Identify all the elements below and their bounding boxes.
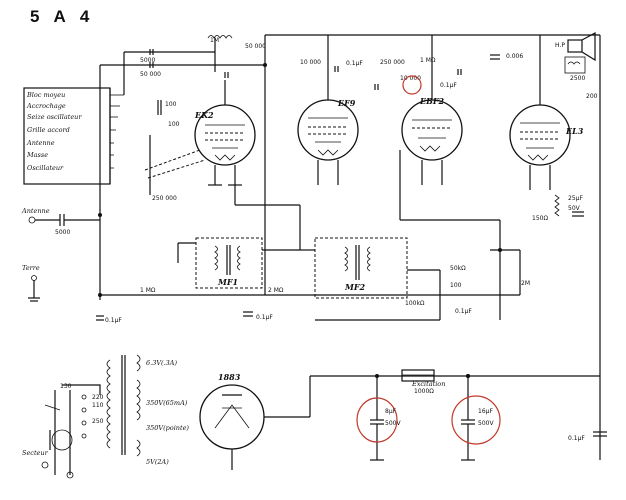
voltage-label: 110 (92, 402, 104, 409)
antenna-label: Antenne (21, 207, 50, 215)
osc-coil (144, 100, 206, 195)
band-switch-label: Grille accord (27, 126, 70, 134)
value-label: 200 (586, 93, 598, 100)
value-label: 50V (568, 205, 581, 212)
tube-rectifier: 1883 (199, 372, 311, 470)
antenna-input: Antenne 5000 (21, 207, 100, 236)
value-label: 5000 (140, 57, 155, 64)
value-label: 100kΩ (405, 300, 425, 307)
mains-input: Secteur (22, 429, 74, 479)
if-transformer-mf2: MF2 (299, 230, 441, 321)
band-switch-label: Masse (26, 151, 48, 159)
value-label: 0.1μF (256, 314, 273, 321)
value-label: 50 000 (140, 71, 161, 78)
tube-label: EBF2 (419, 96, 445, 106)
tube-label: EL3 (565, 126, 584, 136)
value-label: 150Ω (532, 215, 548, 222)
cathode-circuit (208, 165, 242, 186)
final-bypass: 0.1μF (568, 431, 607, 442)
power-transformer: 6.3V(.3A) 350V(65mA) 350V(pointe) 5V(2A) (106, 354, 189, 466)
highlight-oval (356, 397, 398, 443)
winding-label: 5V(2A) (146, 458, 169, 466)
value-label: 100 (450, 282, 462, 289)
tube-label: EK2 (194, 110, 214, 120)
voltage-label: 250 (92, 418, 104, 425)
ht-filter: Excitation 1000Ω 8μF 500V 16μF 500V (310, 369, 600, 461)
tube-label: EF9 (337, 98, 356, 108)
value-label: 25μF (568, 195, 583, 202)
tube-ebf2: EBF2 (399, 35, 501, 250)
highlight-oval (451, 395, 501, 445)
value-label: 0.1μF (568, 435, 585, 442)
band-switch-label: Accrochage (26, 102, 66, 110)
value-label: 100 (165, 101, 177, 108)
value-label: 5000 (55, 229, 70, 236)
filter-cap-value: 16μF (478, 408, 493, 415)
tube-ek2: EK2 (194, 80, 256, 166)
value-label: 10 000 (300, 59, 321, 66)
winding-label: 6.3V(.3A) (146, 359, 177, 367)
filter-cap-value: 8μF (385, 408, 397, 415)
value-label: 0.1μF (455, 308, 472, 315)
agc-line: 1 MΩ 2 MΩ 0.1μF 0.1μF (96, 287, 520, 324)
value-label: 1 MΩ (140, 287, 156, 294)
capacitor-symbol (149, 49, 229, 78)
schematic-title: 5 A 4 (30, 7, 94, 26)
winding-label: 350V(65mA) (146, 399, 188, 407)
value-label: 250 000 (380, 59, 405, 66)
value-label: 100 (168, 121, 180, 128)
speaker: H.P 2500 (555, 31, 596, 82)
excitation-label: Excitation (411, 380, 445, 388)
band-switch-label: Bloc moyeu (26, 91, 65, 99)
value-label: 1 MΩ (420, 57, 436, 64)
speaker-label: H.P (555, 42, 565, 49)
band-switch: Bloc moyeu Accrochage Seize oscillateur … (23, 87, 124, 185)
excitation-value: 1000Ω (414, 388, 434, 395)
value-label: 10 000 (400, 75, 421, 82)
filter-cap-voltage: 500V (478, 420, 494, 427)
winding-label: 350V(pointe) (146, 424, 189, 432)
value-label: 2 MΩ (268, 287, 284, 294)
filter-cap-voltage: 500V (385, 420, 401, 427)
mf1-label: MF1 (217, 277, 238, 287)
value-label: 0.1μF (346, 60, 363, 67)
band-switch-label: Oscillateur (27, 164, 64, 172)
voltage-selector: 130 110 220 250 (44, 383, 104, 475)
value-label: 250 000 (152, 195, 177, 202)
ground-input: Terre (22, 264, 40, 302)
if-transformer-mf1: MF1 (177, 237, 300, 289)
value-label: 0.1μF (105, 317, 122, 324)
value-label: 0.006 (506, 53, 523, 60)
terre-label: Terre (22, 264, 40, 272)
voltage-label: 220 (92, 394, 104, 401)
tube-el3: EL3 (509, 35, 584, 190)
band-switch-label: Seize oscillateur (27, 113, 82, 121)
band-switch-label: Antenne (26, 139, 55, 147)
coil-symbol (207, 35, 233, 72)
speaker-impedance: 2500 (570, 75, 585, 82)
value-label: 50 000 (245, 43, 266, 50)
tube-label: 1883 (218, 372, 241, 382)
voltage-label: 130 (60, 383, 72, 390)
tube-ef9: EF9 (297, 35, 359, 185)
value-label: 50kΩ (450, 265, 466, 272)
value-label: 2M (521, 280, 530, 287)
highlight-circle (402, 75, 422, 95)
junction-wires (234, 185, 521, 378)
secteur-label: Secteur (22, 449, 49, 457)
value-label: 0.1μF (440, 82, 457, 89)
mf2-label: MF2 (344, 282, 366, 292)
